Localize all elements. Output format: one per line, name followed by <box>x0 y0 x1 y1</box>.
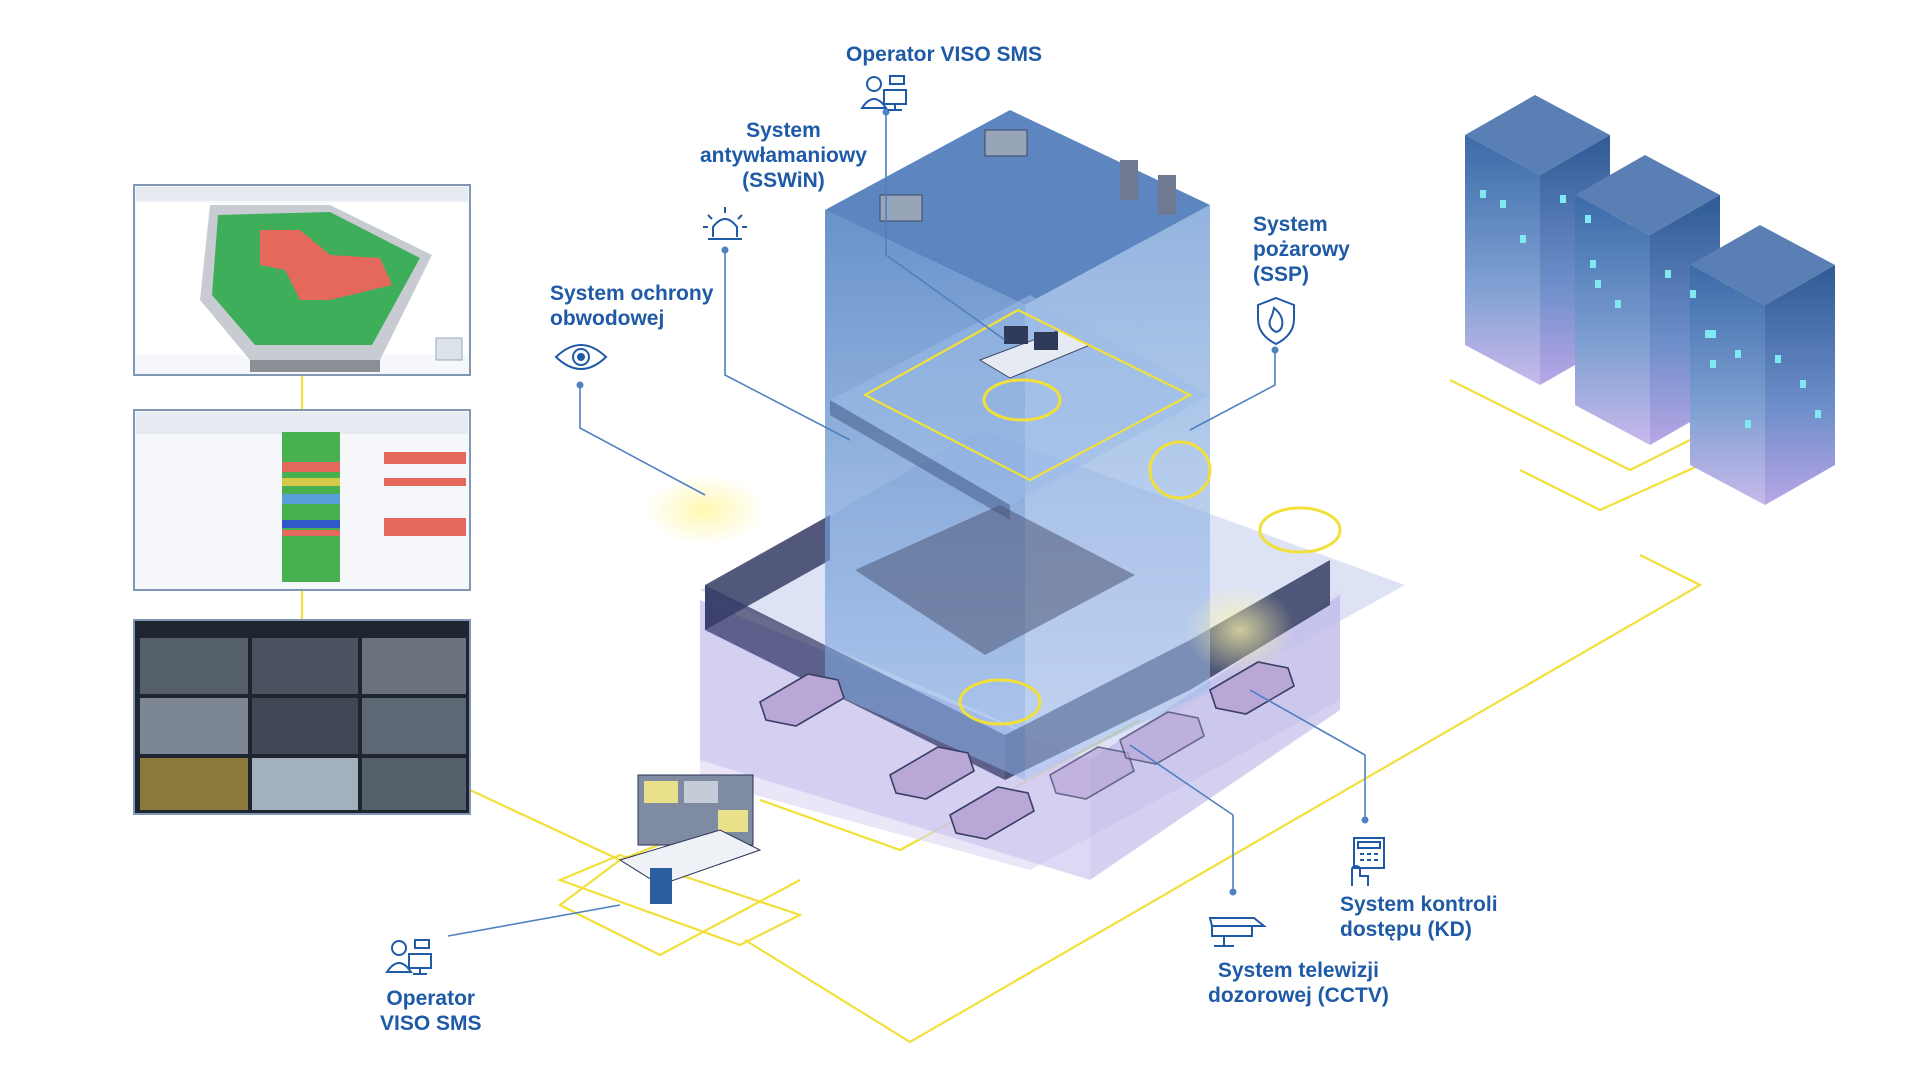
zone-highlights <box>556 308 1342 947</box>
operator-icon <box>860 75 907 111</box>
building-windows <box>1480 190 1821 428</box>
map-3d-view <box>200 205 463 372</box>
operator-workstation <box>618 774 762 904</box>
blue-leader-lines <box>447 112 1366 937</box>
event-list-table <box>136 412 468 582</box>
label-cctv: System telewizji dozorowej (CCTV) <box>1208 959 1389 1007</box>
camera-thumbnails <box>140 638 466 810</box>
label-ssp: System pożarowy (SSP) <box>1253 213 1350 286</box>
parked-cars <box>759 661 1295 840</box>
label-operator-top: Operator VISO SMS <box>846 43 1043 66</box>
operator-icon-bottom <box>385 939 432 975</box>
camera-icon <box>1208 917 1267 947</box>
eye-icon <box>554 344 608 370</box>
label-sswin: System antywłamaniowy (SSWiN) <box>700 119 867 192</box>
fire-shield-icon <box>1257 296 1295 346</box>
main-building <box>825 110 1210 780</box>
alarm-siren-icon <box>703 207 747 240</box>
label-ochrona: System ochrony obwodowej <box>550 282 714 330</box>
label-kd: System kontroli dostępu (KD) <box>1340 893 1498 941</box>
keypad-icon <box>1351 837 1385 886</box>
label-operator-bottom: Operator VISO SMS <box>380 987 482 1035</box>
city-buildings <box>1465 95 1835 505</box>
